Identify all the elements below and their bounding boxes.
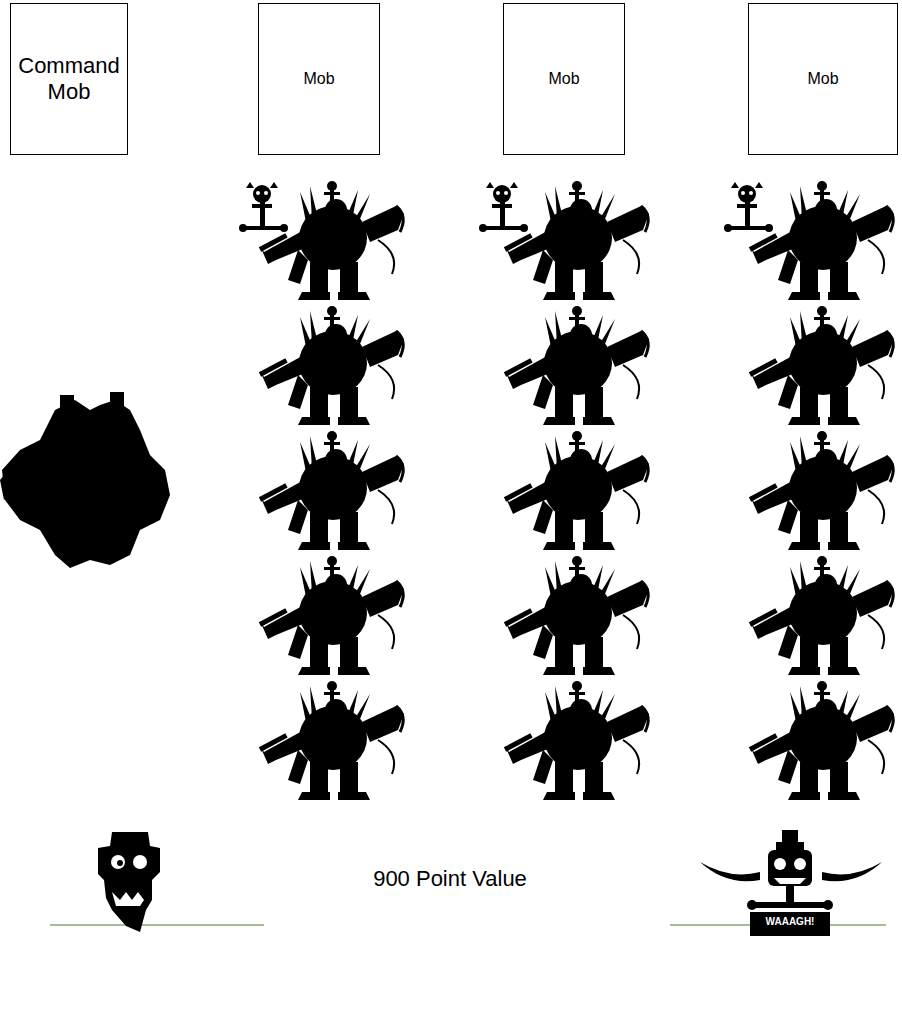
ork-silhouette [504, 181, 649, 300]
point-value: 900 Point Value [300, 866, 600, 892]
ork-silhouette [504, 556, 649, 675]
banner-icon [724, 182, 773, 232]
box-label: Mob [807, 69, 838, 88]
waaagh-glyph [700, 830, 882, 936]
ork-silhouette [749, 181, 894, 300]
mob-box: Command Mob [10, 3, 128, 155]
box-label: Mob [548, 69, 579, 88]
ork-silhouette [259, 306, 404, 425]
ork-silhouette [749, 431, 894, 550]
vehicle-silhouette [0, 392, 170, 568]
ork-silhouette [749, 681, 894, 800]
divider-line [50, 924, 264, 925]
box-label: Command Mob [17, 53, 121, 106]
box-label: Mob [303, 69, 334, 88]
ork-silhouette [259, 681, 404, 800]
banner-text: WAAAGH! [762, 916, 818, 927]
ork-silhouette [749, 556, 894, 675]
banner-icon [479, 182, 528, 232]
ork-silhouette [259, 556, 404, 675]
ork-silhouette [504, 431, 649, 550]
ork-silhouette [504, 306, 649, 425]
mob-box: Mob [748, 3, 898, 155]
ork-column [504, 181, 649, 800]
mob-box: Mob [503, 3, 625, 155]
ork-silhouette [259, 431, 404, 550]
ork-silhouette [504, 681, 649, 800]
skull-glyph [98, 832, 160, 932]
ork-column [749, 181, 894, 800]
ork-silhouette [749, 306, 894, 425]
ork-column [259, 181, 404, 800]
ork-silhouette [259, 181, 404, 300]
banner-icon [239, 182, 288, 232]
mob-box: Mob [258, 3, 380, 155]
